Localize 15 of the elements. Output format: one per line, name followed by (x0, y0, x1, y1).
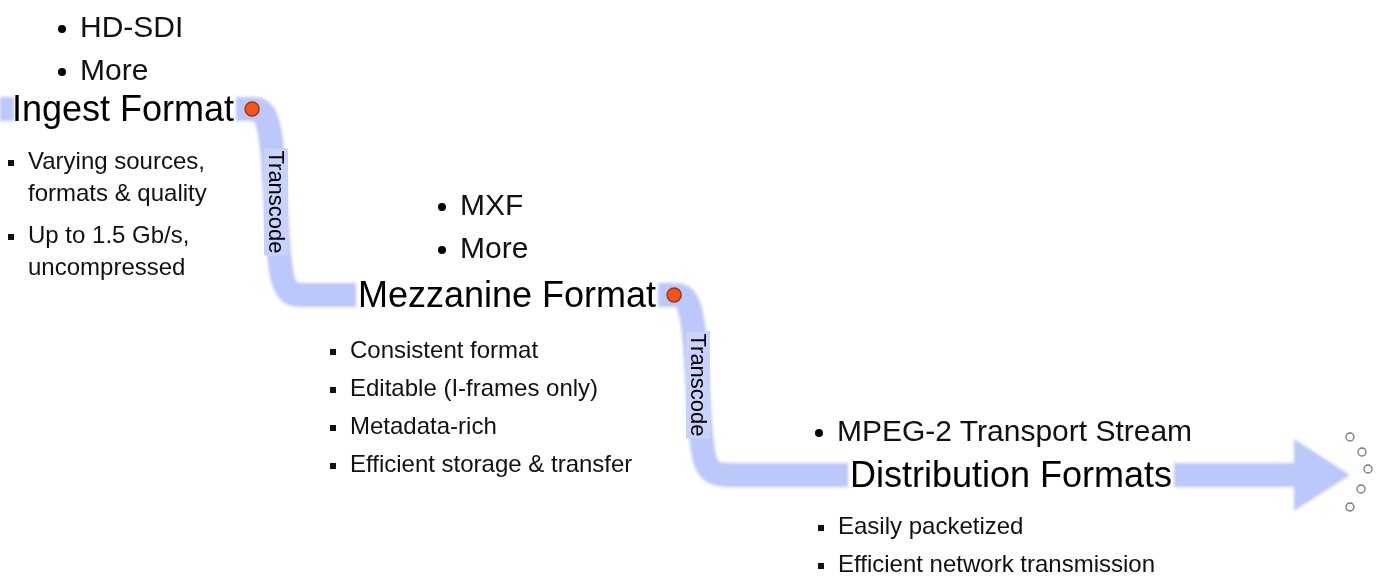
flow-band (0, 97, 14, 121)
bullet-item: HD-SDI (58, 5, 184, 48)
bullet-item: MXF (438, 183, 529, 226)
bullet-item: Easily packetized (818, 510, 1278, 542)
stage-title: Mezzanine Format (358, 274, 657, 316)
bullet-item: More (58, 48, 184, 91)
edge-label: Transcode (264, 148, 289, 256)
bullet-item: Efficient network transmission (818, 548, 1278, 580)
stage-title: Distribution Formats (850, 454, 1173, 496)
bullet-item: MPEG-2 Transport Stream (815, 409, 1193, 452)
bullet-item: More (438, 226, 529, 269)
stage-title: Ingest Format (12, 88, 235, 130)
bullet-item: Efficient storage & transfer (330, 448, 750, 480)
flow-band (1174, 439, 1350, 511)
edge-label: Transcode (686, 331, 711, 439)
